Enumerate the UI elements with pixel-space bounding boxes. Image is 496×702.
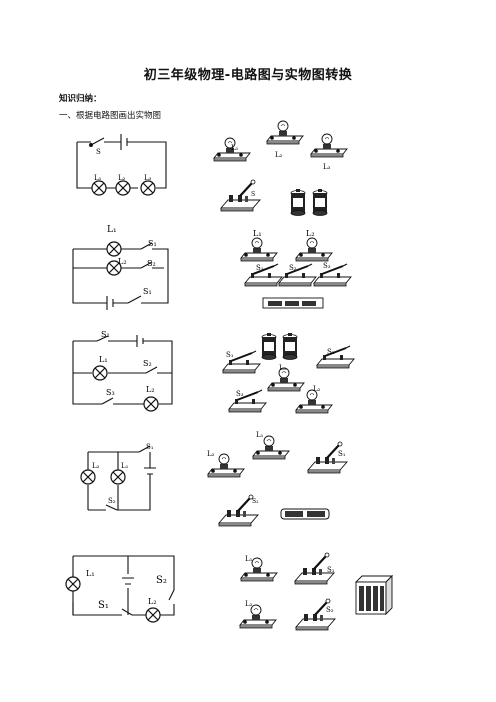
label-S3-p2: S₃ (323, 262, 331, 270)
label-L2-c2: L₂ (118, 257, 127, 266)
label-S1-p5: S₁ (327, 566, 335, 574)
label-L1-c2: L₁ (107, 225, 117, 235)
label-L3-p1: L₃ (323, 163, 331, 171)
page-title: 初三年级物理-电路图与实物图转换 (143, 68, 353, 83)
circuit-diagram-1 (76, 134, 167, 196)
label-S1-p3: S₁ (226, 351, 234, 359)
label-S2-p4: S₂ (252, 498, 259, 505)
circuit-diagram-4 (80, 445, 156, 511)
label-S2-p2: S₂ (289, 264, 297, 272)
label-L1-c4: L₁ (121, 462, 129, 470)
label-L2-p5: L₂ (245, 600, 253, 608)
battery-box (354, 574, 394, 616)
label-L2-c5: L₂ (148, 597, 157, 606)
label-S2-c5: S₂ (156, 575, 167, 586)
label-L2-c4: L₂ (92, 462, 100, 470)
label-S2-c2: S₂ (147, 259, 156, 268)
label-L2-p4: L₂ (207, 450, 215, 458)
section-heading: 一、根据电路图画出实物图 (59, 111, 162, 121)
label-L2-c3: L₂ (146, 385, 155, 394)
label-L1-p5: L₁ (245, 555, 253, 563)
label-S2-c4: S₂ (108, 497, 116, 505)
label-L2: L₂ (118, 174, 126, 182)
physical-set-4 (207, 435, 349, 528)
label-L1-p2: L₁ (253, 229, 262, 238)
circuit-diagram-3 (72, 335, 173, 412)
subtitle: 知识归纳： (59, 94, 102, 104)
label-S1-c4: S₁ (146, 443, 154, 451)
label-S2-p3: S₂ (327, 348, 335, 356)
label-S1-p2: S₁ (256, 264, 264, 272)
label-L2-p1: L₂ (275, 151, 283, 159)
label-S2-c3: S₂ (143, 359, 152, 368)
label-S: S (96, 148, 101, 156)
label-S2-p5: S₂ (326, 606, 334, 614)
label-S1-c2: S₁ (148, 239, 157, 248)
label-S3-p3: S₃ (236, 390, 244, 398)
label-L3: L₃ (144, 174, 152, 182)
label-L1-p1: L₁ (231, 144, 239, 152)
label-S1-c5: S₁ (98, 600, 109, 611)
circuit-diagram-2 (72, 241, 169, 310)
label-S1b-c2: S₁ (143, 287, 152, 296)
label-L2-p2: L₂ (306, 229, 315, 238)
label-L1-p3: L₁ (279, 364, 287, 372)
label-S-p1: S (251, 191, 255, 198)
label-L2-p3: L₂ (313, 385, 321, 393)
physical-set-5 (239, 551, 394, 632)
label-S1-c3: S₁ (101, 330, 110, 339)
circuit-diagram-5 (65, 555, 175, 623)
label-L1-c3: L₁ (99, 355, 108, 364)
physical-set-2 (240, 237, 352, 309)
label-S3-c3: S₃ (106, 388, 115, 397)
physical-set-3 (222, 332, 355, 414)
label-L1-p4: L₁ (256, 431, 264, 439)
label-L1-c5: L₁ (86, 569, 95, 578)
label-S1-p4: S₁ (338, 450, 346, 458)
label-L1: L₁ (94, 174, 102, 182)
